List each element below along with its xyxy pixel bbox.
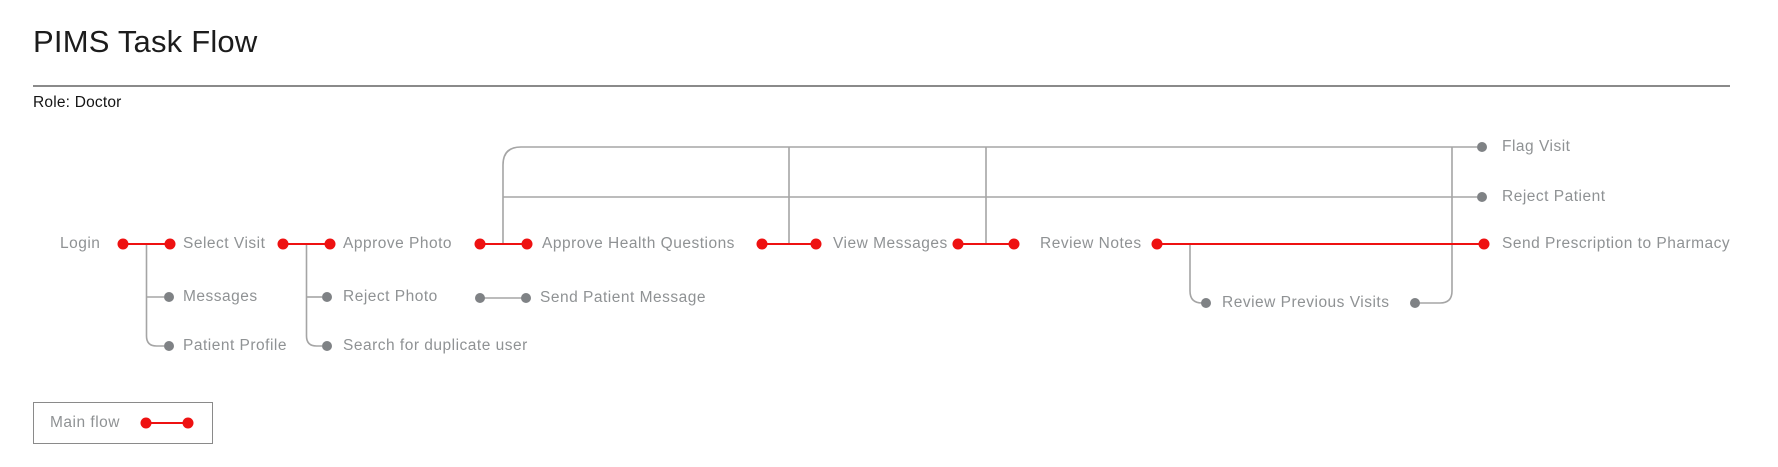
dot-view-messages-in <box>810 238 822 250</box>
dot-approve-photo-in <box>324 238 336 250</box>
node-send-patient-message: Send Patient Message <box>540 289 706 306</box>
node-review-previous-visits: Review Previous Visits <box>1222 294 1390 311</box>
main-flow-swatch-icon <box>140 417 194 429</box>
dot-review-notes-in <box>1008 238 1020 250</box>
node-view-messages: View Messages <box>833 235 948 252</box>
node-approve-health-questions: Approve Health Questions <box>542 235 735 252</box>
dot-review-previous-visits-end <box>1410 298 1420 308</box>
node-search-duplicate-user: Search for duplicate user <box>343 337 528 354</box>
dot-search-duplicate-user <box>322 341 332 351</box>
dot-review-previous-visits-start <box>1201 298 1211 308</box>
dot-health-questions-in <box>521 238 533 250</box>
swatch-dot-right <box>182 417 194 429</box>
node-patient-profile: Patient Profile <box>183 337 287 354</box>
vertical-line-review-previous-visits-return <box>1419 147 1453 304</box>
branch-line-select-visit-patient-profile <box>145 244 164 347</box>
branch-dots <box>164 142 1487 351</box>
main-flow-dots <box>117 238 1490 250</box>
dot-reject-photo <box>322 292 332 302</box>
node-select-visit: Select Visit <box>183 235 266 252</box>
node-messages: Messages <box>183 288 258 305</box>
title-divider <box>33 85 1730 87</box>
dot-approve-photo-out <box>474 238 486 250</box>
node-reject-patient: Reject Patient <box>1502 188 1606 205</box>
dot-reject-patient <box>1477 192 1487 202</box>
legend: Main flow <box>33 402 213 444</box>
dot-patient-profile <box>164 341 174 351</box>
role-label: Role: Doctor <box>33 94 122 111</box>
branch-lines <box>145 146 1477 347</box>
dot-view-messages-out <box>952 238 964 250</box>
dot-health-questions-out <box>756 238 768 250</box>
dot-flag-visit <box>1477 142 1487 152</box>
node-reject-photo: Reject Photo <box>343 288 438 305</box>
legend-label: Main flow <box>50 414 120 431</box>
dot-send-patient-message-start <box>475 293 485 303</box>
page-title: PIMS Task Flow <box>33 24 258 59</box>
dot-send-prescription-in <box>1478 238 1490 250</box>
branch-line-approve-photo-search-duplicate <box>305 244 322 347</box>
node-send-prescription: Send Prescription to Pharmacy <box>1502 235 1731 252</box>
dot-select-visit-out <box>277 238 289 250</box>
drop-line-review-previous-visits <box>1189 245 1203 304</box>
node-flag-visit: Flag Visit <box>1502 138 1571 155</box>
node-review-notes: Review Notes <box>1040 235 1142 252</box>
top-line-flag-visit <box>502 146 1477 244</box>
dot-login-out <box>117 238 129 250</box>
dot-send-patient-message-end <box>521 293 531 303</box>
node-login: Login <box>60 235 101 252</box>
dot-messages <box>164 292 174 302</box>
node-approve-photo: Approve Photo <box>343 235 453 252</box>
swatch-dot-left <box>140 417 152 429</box>
dot-review-notes-out <box>1151 238 1163 250</box>
dot-select-visit-in <box>164 238 176 250</box>
